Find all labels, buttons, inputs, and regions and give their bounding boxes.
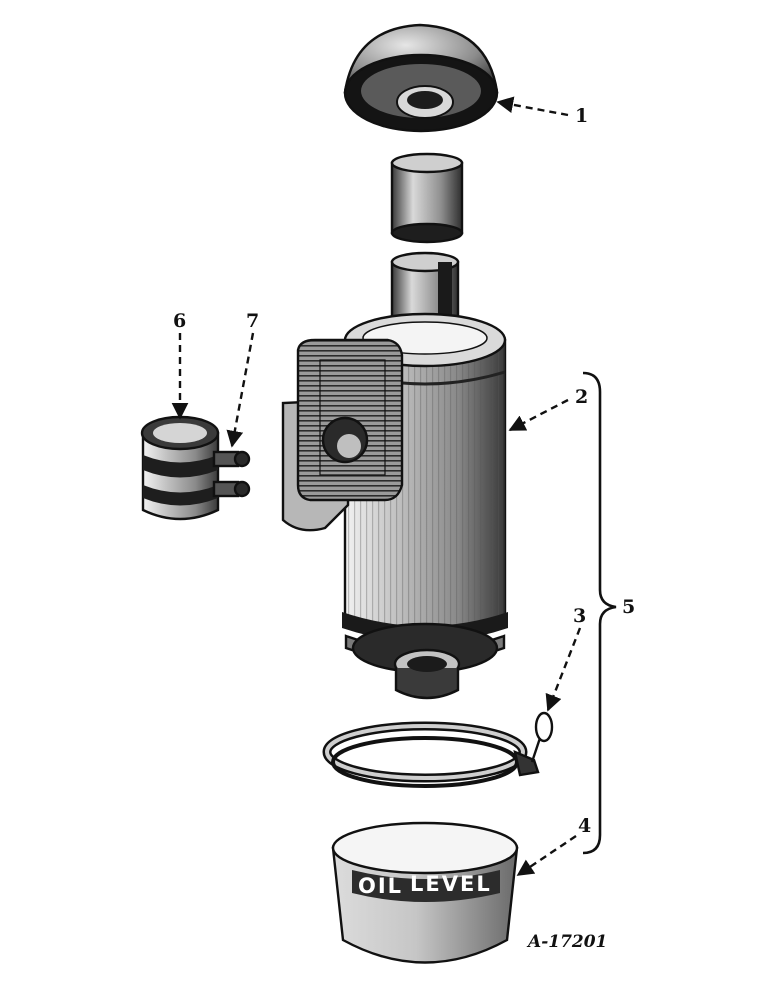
cleaner-body-part xyxy=(281,251,508,700)
leader-line-2 xyxy=(508,398,569,432)
assembly-bracket xyxy=(582,371,617,855)
short-tube-part xyxy=(390,152,464,244)
clamp-screws-part xyxy=(212,450,251,498)
leader-line-4 xyxy=(516,835,577,876)
callout-6: 6 xyxy=(173,310,186,332)
callout-5: 5 xyxy=(622,596,635,618)
leader-line-7 xyxy=(226,332,255,448)
oil-level-band xyxy=(352,870,500,902)
leader-line-1 xyxy=(496,96,569,117)
leader-line-3 xyxy=(545,627,582,712)
callout-4: 4 xyxy=(578,815,591,837)
level-stamp-word: LEVEL xyxy=(410,872,492,896)
callout-3: 3 xyxy=(573,605,586,627)
callout-7: 7 xyxy=(246,310,259,332)
leader-lines xyxy=(171,96,582,876)
oil-stamp-word: OIL xyxy=(358,874,403,898)
dome-cap-part xyxy=(343,23,499,133)
hose-clamp-part xyxy=(140,415,220,521)
oil-cup-part: OIL LEVEL xyxy=(331,821,519,964)
clamp-band-part xyxy=(322,711,554,788)
callout-2: 2 xyxy=(575,386,588,408)
figure-id: A-17201 xyxy=(526,932,607,952)
callout-1: 1 xyxy=(575,105,588,127)
